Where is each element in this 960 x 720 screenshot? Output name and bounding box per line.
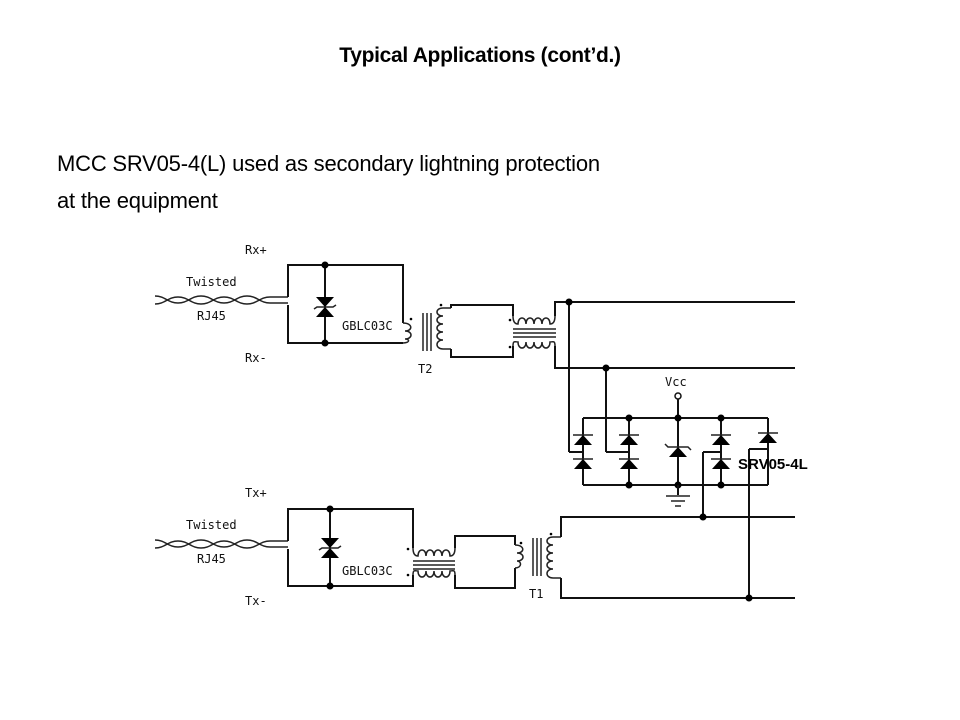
zener-diode-icon: [664, 443, 692, 457]
tx-common-mode-choke-icon: [406, 547, 456, 578]
rx-minus-label: Rx-: [245, 351, 267, 365]
rx-twisted-pair-icon: [154, 295, 288, 305]
tx-rj45-label: RJ45: [197, 552, 226, 566]
rx-junction-dot: [321, 339, 329, 347]
body-text-line-1: MCC SRV05-4(L) used as secondary lightni…: [57, 151, 600, 176]
rx-protector-label: GBLC03C: [342, 319, 393, 333]
rx-rj45-label: RJ45: [197, 309, 226, 323]
tx-plus-label: Tx+: [245, 486, 267, 500]
tx-twisted-pair-icon: [154, 539, 288, 549]
slide-title: Typical Applications (cont’d.): [339, 44, 621, 67]
srv05-4l-label: SRV05-4L: [738, 456, 808, 473]
tx-protector-label: GBLC03C: [342, 564, 393, 578]
tx-section: Tx+ Tx- Twisted RJ45 GBLC03C: [154, 486, 795, 608]
srv05-4l-array: Vcc: [565, 298, 808, 598]
tx-transformer-t1-icon: [514, 532, 561, 579]
rx-transformer-label: T2: [418, 362, 432, 376]
rx-transformer-t2-icon: [402, 303, 451, 351]
tx-minus-label: Tx-: [245, 594, 267, 608]
rx-junction-dot: [321, 261, 329, 269]
vcc-terminal-icon: [674, 392, 682, 400]
rx-common-mode-choke-icon: [508, 315, 556, 349]
vcc-label: Vcc: [665, 375, 687, 389]
ground-icon: [666, 485, 690, 507]
steering-diode-icon: [573, 432, 778, 469]
rx-tvs-diode-icon: [313, 297, 337, 317]
tx-tvs-diode-icon: [318, 538, 342, 558]
body-text-line-2: at the equipment: [57, 188, 218, 213]
rx-section: Rx+ Rx- Twisted RJ45 GBLC03C: [154, 243, 795, 376]
tx-twisted-label: Twisted: [186, 518, 237, 532]
tx-transformer-label: T1: [529, 587, 543, 601]
rx-plus-label: Rx+: [245, 243, 267, 257]
rx-twisted-label: Twisted: [186, 275, 237, 289]
